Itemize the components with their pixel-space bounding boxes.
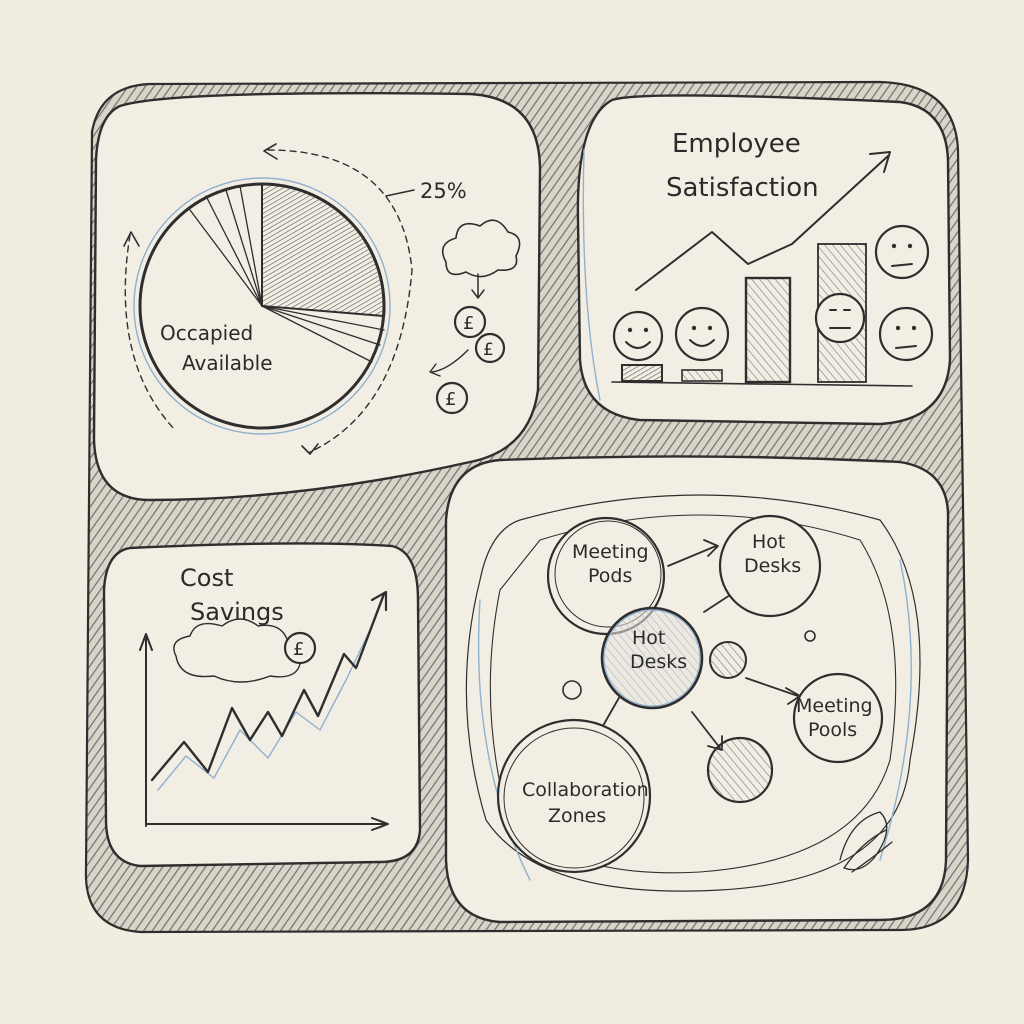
pie-label-available: Available (182, 351, 273, 375)
cost-title-line1: Cost (180, 564, 233, 592)
bubble-label: Pods (588, 565, 632, 587)
cloud-icon (441, 219, 521, 278)
bubble-hot-desks-top: Hot Desks (718, 514, 822, 618)
happy-face-icon (612, 310, 664, 362)
cost-panel: Cost Savings £ (102, 542, 422, 868)
coin-icon: £ (453, 305, 487, 339)
scribble-mark (839, 811, 893, 873)
satisfaction-bar (621, 364, 663, 382)
happy-face-icon (674, 306, 730, 362)
pie-panel: 25% Occapied Available £ £ £ (92, 92, 542, 502)
bubble-label: Collaboration (522, 779, 649, 801)
sad-face-icon (878, 306, 934, 362)
pie-slice-occupied (261, 182, 386, 318)
pie-chart (133, 177, 391, 435)
coin-icon: £ (283, 631, 317, 665)
bubble-label: Meeting (572, 541, 649, 563)
bubble-label: Meeting (796, 695, 873, 717)
satisfaction-title-line2: Satisfaction (666, 173, 819, 203)
small-node (709, 641, 747, 679)
satisfaction-panel: Employee Satisfaction (576, 94, 952, 426)
bubble-label: Pools (808, 719, 857, 741)
bubble-meeting-pods: Meeting Pods (546, 516, 666, 636)
pie-label-occupied: Occapied (160, 321, 253, 345)
coin-symbol: £ (445, 389, 456, 410)
satisfaction-title-line1: Employee (672, 129, 801, 159)
cost-title-line2: Savings (190, 598, 284, 626)
small-node (706, 736, 774, 804)
cost-panel-frame (102, 542, 422, 868)
bubble-label: Hot (752, 531, 785, 553)
satisfaction-bar (744, 276, 792, 384)
satisfaction-trend-line (635, 155, 889, 291)
coin-symbol: £ (463, 313, 474, 334)
sad-face-icon (874, 224, 930, 280)
bubble-label: Zones (548, 805, 606, 827)
bubble-hot-desks-center: Hot Desks (600, 606, 704, 710)
cost-y-axis (139, 633, 153, 827)
coin-symbol: £ (483, 340, 494, 360)
workspace-panel: Meeting Pods Hot Desks Hot Desks Meeting… (444, 455, 950, 924)
small-node (562, 680, 582, 700)
coin-symbol: £ (293, 639, 304, 660)
bubble-meeting-pools: Meeting Pools (792, 672, 884, 764)
cost-trend-line (150, 592, 386, 782)
cost-x-axis (145, 817, 389, 831)
bubble-label: Hot (632, 627, 665, 649)
bubble-label: Desks (744, 555, 801, 577)
coin-icon: £ (474, 332, 506, 364)
bubble-label: Desks (630, 651, 687, 673)
coin-icon: £ (435, 381, 469, 415)
bubble-collaboration-zones: Collaboration Zones (496, 718, 652, 874)
satisfaction-bar (681, 369, 723, 382)
neutral-face-icon (814, 292, 866, 344)
small-node (804, 630, 816, 642)
pie-percent-label: 25% (420, 179, 467, 203)
